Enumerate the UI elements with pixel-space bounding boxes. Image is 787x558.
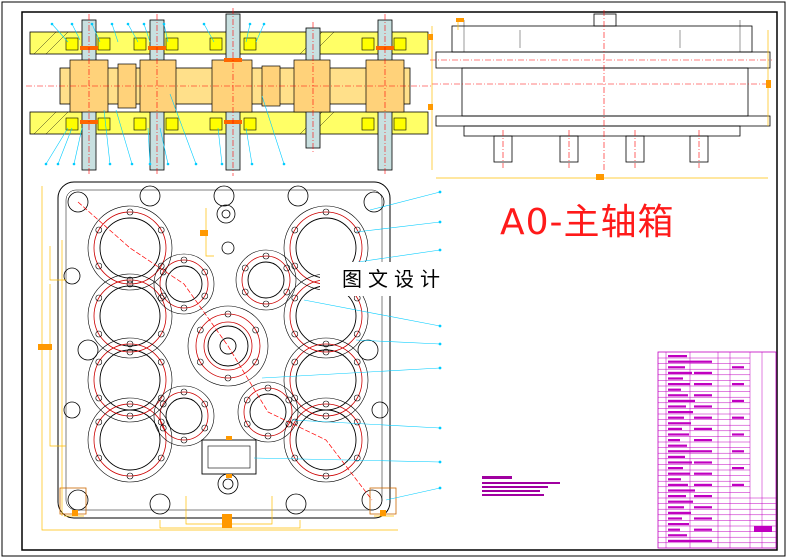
- inner-frame: [21, 11, 778, 551]
- side-view: [428, 10, 772, 180]
- title-block: [657, 351, 777, 549]
- technical-notes: [482, 476, 560, 496]
- watermark: 图文设计: [320, 262, 468, 296]
- shaft-section-view: [26, 8, 432, 176]
- drawing-title: A0-主轴箱: [500, 202, 675, 243]
- front-view: [38, 181, 442, 531]
